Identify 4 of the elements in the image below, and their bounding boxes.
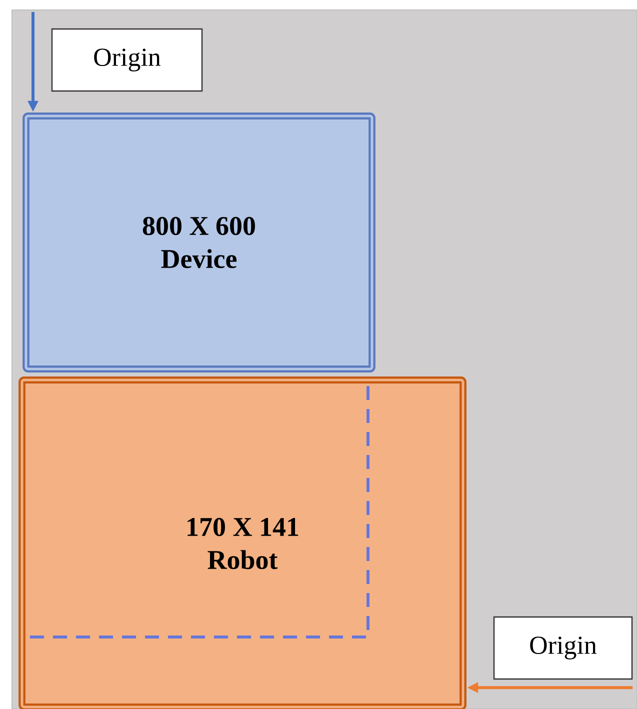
origin-label: Origin xyxy=(493,616,633,680)
device-box: 800 X 600 Device xyxy=(22,112,376,372)
origin-label: Origin xyxy=(51,28,203,92)
robot-box: 170 X 141 Robot xyxy=(18,376,466,709)
